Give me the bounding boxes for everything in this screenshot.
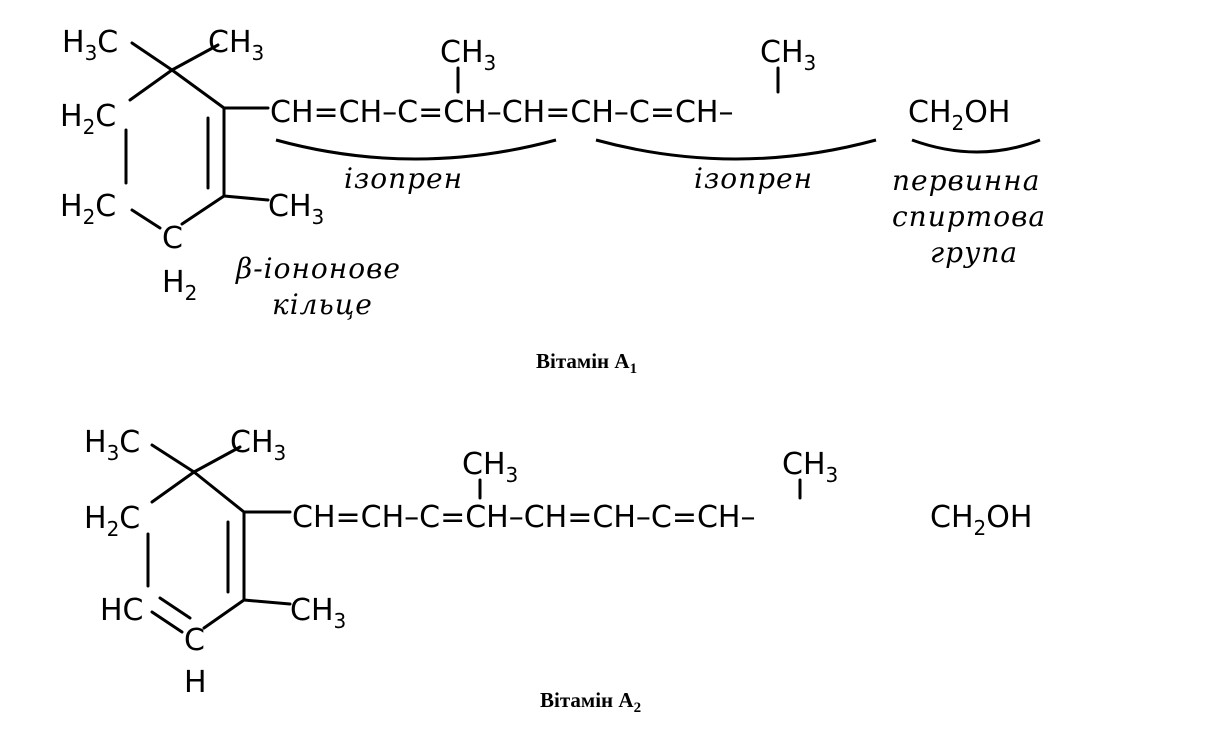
a1-alcohol-label-line3: група [930,236,1018,269]
a2-ring-h2c: H2C [84,501,140,541]
a2-ring-ch3-side: CH3 [290,593,346,633]
a1-isoprene-label-2: ізопрен [694,162,813,195]
a1-alcohol-label-line2: спиртова [892,200,1046,233]
a1-ring-bonds [124,41,270,230]
a1-chain-ch3-1: CH3 [440,35,496,75]
a1-chain-ch2oh: CH2OH [908,95,1010,135]
a1-ring-c-bottom: C [162,221,183,256]
a2-chain-polyene: CH=CH–C=CH–CH=CH–C=CH– [292,500,755,535]
a1-ring-ch3-side: CH3 [268,189,324,229]
a2-chain-ch3-2: CH3 [782,447,838,487]
a1-ring-ch3-top: CH3 [208,25,264,65]
vitamin-a2-structure: H3C CH3 H2C HC C H CH3 CH=CH–C=CH–CH=CH–… [84,425,1032,716]
a2-ring-bonds [146,443,292,634]
a1-chain-ch3-2: CH3 [760,35,816,75]
a2-ring-h3c: H3C [84,425,140,465]
a2-ring-ch3-top: CH3 [230,425,286,465]
a2-ring-c-bottom: C [184,623,205,658]
a2-ring-h-bottom: H [184,665,207,700]
a1-ionone-label-line2: кільце [272,288,373,321]
a2-ring-hc: HC [100,593,144,628]
a1-ring-h3c: H3C [62,25,118,65]
a1-isoprene-brace-2 [595,138,877,161]
a1-alcohol-brace [911,138,1041,154]
a1-chain-polyene: CH=CH–C=CH–CH=CH–C=CH– [270,95,733,130]
a2-chain-ch2oh: CH2OH [930,500,1032,540]
a1-caption: Вітамін А1 [536,349,637,377]
a1-isoprene-brace-1 [275,138,557,161]
a1-ring-h2c-upper: H2C [60,99,116,139]
a1-ionone-label-line1: β-іононове [235,252,401,285]
a1-isoprene-label-1: ізопрен [344,162,463,195]
a1-alcohol-label-line1: первинна [892,164,1040,197]
a1-ring-h2c-middle: H2C [60,189,116,229]
a2-caption: Вітамін А2 [540,688,641,716]
a1-ring-h2-bottom: H2 [162,265,197,305]
a2-chain-ch3-1: CH3 [462,447,518,487]
vitamin-a1-structure: H3C CH3 H2C H2C C H2 CH3 CH=CH–C=CH–CH=C… [60,25,1046,377]
